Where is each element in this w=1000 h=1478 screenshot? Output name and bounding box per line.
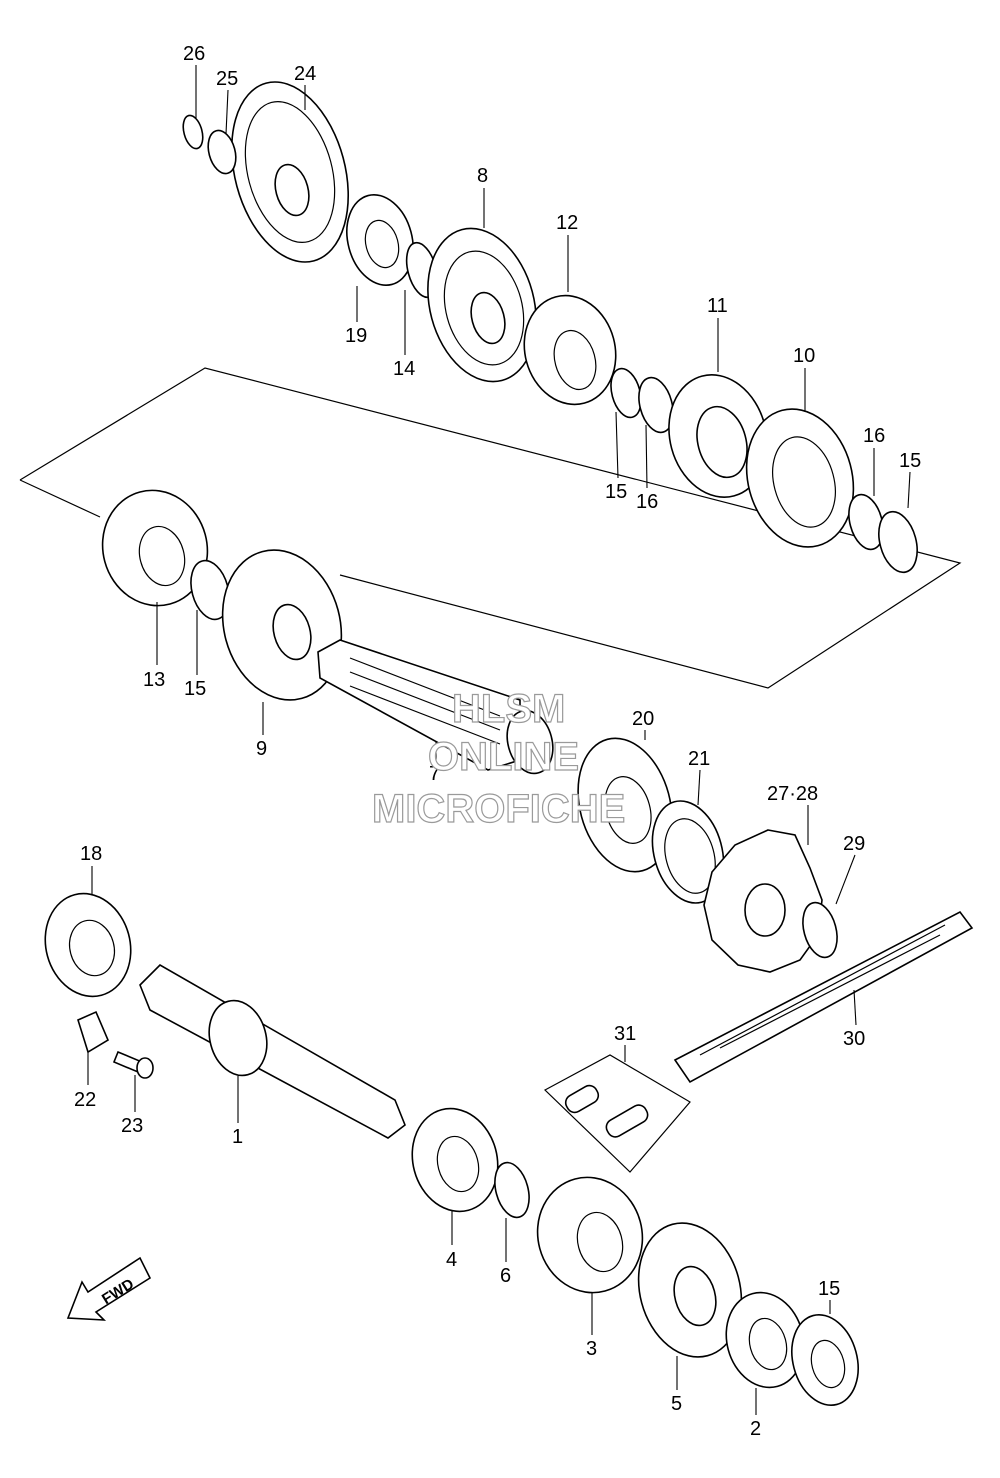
callout-22[interactable]: 22 bbox=[74, 1089, 96, 1111]
callout-31[interactable]: 31 bbox=[614, 1023, 636, 1045]
callout-13[interactable]: 13 bbox=[143, 669, 165, 691]
washer-29[interactable] bbox=[797, 899, 842, 961]
gear-11[interactable] bbox=[656, 364, 781, 509]
callout-30[interactable]: 30 bbox=[843, 1028, 865, 1050]
gear-3[interactable] bbox=[525, 1166, 655, 1305]
callout-19[interactable]: 19 bbox=[345, 325, 367, 347]
callout-21[interactable]: 21 bbox=[688, 748, 710, 770]
gear-9[interactable] bbox=[206, 537, 357, 714]
watermark-line1: HLSM bbox=[452, 687, 565, 731]
callout-9[interactable]: 9 bbox=[256, 738, 267, 760]
group-frame bbox=[19, 367, 962, 689]
callout-29[interactable]: 29 bbox=[843, 833, 865, 855]
callout-2[interactable]: 2 bbox=[750, 1418, 761, 1440]
chain-joint-31[interactable] bbox=[543, 1054, 691, 1173]
callout-25[interactable]: 25 bbox=[216, 68, 238, 90]
gear-12[interactable] bbox=[512, 285, 627, 415]
countershaft-7[interactable] bbox=[317, 639, 560, 779]
watermark-line2: ONLINE bbox=[428, 735, 579, 779]
callout-26[interactable]: 26 bbox=[183, 43, 205, 65]
bearing-20[interactable] bbox=[564, 728, 686, 883]
callout-3[interactable]: 3 bbox=[586, 1338, 597, 1360]
callout-4[interactable]: 4 bbox=[446, 1249, 457, 1271]
bearing-17[interactable] bbox=[782, 1307, 868, 1412]
fwd-arrow-icon: FWD bbox=[66, 1256, 152, 1321]
callout-27-28[interactable]: 27·28 bbox=[767, 783, 818, 805]
callout-20[interactable]: 20 bbox=[632, 708, 654, 730]
driveshaft-1[interactable] bbox=[139, 964, 406, 1139]
leader-lines bbox=[87, 65, 911, 1415]
watermark-line3: MICROFICHE bbox=[372, 787, 625, 831]
callout-23[interactable]: 23 bbox=[121, 1115, 143, 1137]
callout-14[interactable]: 14 bbox=[393, 358, 415, 380]
callout-7[interactable]: 7 bbox=[429, 763, 440, 785]
watermark: HLSM ONLINE MICROFICHE bbox=[371, 686, 626, 831]
circlip-15-right[interactable] bbox=[873, 507, 924, 576]
callout-15-c[interactable]: 15 bbox=[184, 678, 206, 700]
callout-10[interactable]: 10 bbox=[793, 345, 815, 367]
gear-4[interactable] bbox=[401, 1099, 509, 1221]
callout-17[interactable]: 15 bbox=[818, 1278, 840, 1300]
sprocket-27-28[interactable] bbox=[703, 829, 823, 973]
bearing-19[interactable] bbox=[337, 187, 423, 292]
washer-25[interactable] bbox=[204, 127, 241, 176]
plate-22[interactable] bbox=[77, 1010, 110, 1054]
circlip-6[interactable] bbox=[489, 1159, 534, 1221]
washer-16-right[interactable] bbox=[843, 491, 888, 553]
gear-13[interactable] bbox=[90, 479, 220, 618]
callout-16-b[interactable]: 16 bbox=[863, 425, 885, 447]
callout-18[interactable]: 18 bbox=[80, 843, 102, 865]
screw-23[interactable] bbox=[112, 1050, 154, 1079]
callout-15-a[interactable]: 15 bbox=[605, 481, 627, 503]
gear-5[interactable] bbox=[624, 1211, 756, 1368]
oil-seal-21[interactable] bbox=[642, 793, 735, 911]
gear-24[interactable] bbox=[213, 69, 367, 275]
callouts: 26 25 24 8 12 11 10 19 14 15 16 16 15 13… bbox=[74, 43, 921, 1440]
callout-5[interactable]: 5 bbox=[671, 1393, 682, 1415]
callout-8[interactable]: 8 bbox=[477, 165, 488, 187]
gear-8[interactable] bbox=[412, 216, 553, 394]
chain-30[interactable] bbox=[673, 910, 974, 1084]
circlip-26[interactable] bbox=[180, 113, 206, 151]
callout-12[interactable]: 12 bbox=[556, 212, 578, 234]
callout-11[interactable]: 11 bbox=[707, 295, 728, 317]
callout-1[interactable]: 1 bbox=[232, 1126, 243, 1148]
callout-16-a[interactable]: 16 bbox=[636, 491, 658, 513]
gear-10[interactable] bbox=[732, 397, 869, 559]
callout-6[interactable]: 6 bbox=[500, 1265, 511, 1287]
washer-16-upper[interactable] bbox=[633, 374, 678, 436]
bearing-18[interactable] bbox=[34, 884, 142, 1006]
callout-15-b[interactable]: 15 bbox=[899, 450, 921, 472]
callout-24[interactable]: 24 bbox=[294, 63, 316, 85]
